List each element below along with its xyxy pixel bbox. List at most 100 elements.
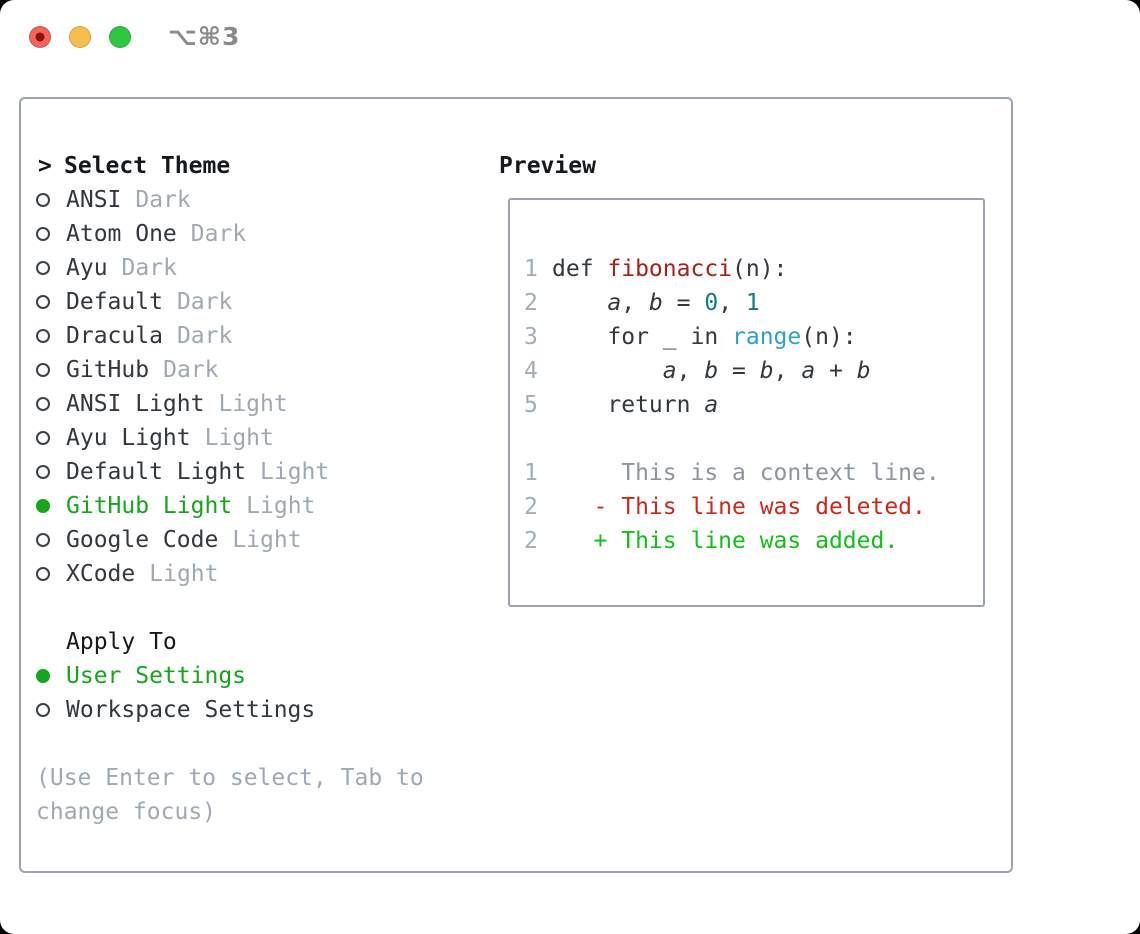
- theme-name: Google Code: [66, 527, 219, 553]
- radio-icon: [36, 261, 50, 275]
- apply-to-header: Apply To: [66, 629, 177, 655]
- code-token-code: +: [815, 358, 857, 384]
- code-text: a, b = 0, 1: [552, 286, 759, 320]
- hint-line-2: change focus): [36, 799, 217, 825]
- code-token-code: return: [552, 392, 705, 418]
- line-number: 1: [524, 460, 538, 486]
- code-token-var: b: [648, 290, 663, 316]
- theme-option-ayu[interactable]: Ayu Dark: [36, 251, 499, 285]
- code-token-code: =: [718, 358, 760, 384]
- hint-text: (Use Enter to select, Tab to change focu…: [36, 761, 499, 829]
- apply-option-label: User Settings: [66, 663, 247, 689]
- line-number: 4: [524, 358, 538, 384]
- theme-option-dracula[interactable]: Dracula Dark: [36, 319, 499, 353]
- theme-name: Ayu Light: [66, 425, 191, 451]
- code-line: 5 return a: [524, 388, 983, 422]
- radio-icon: [36, 703, 50, 717]
- code-token-func: fibonacci: [607, 256, 733, 282]
- code-line: 1 This is a context line.: [524, 456, 983, 490]
- line-number: 2: [524, 528, 538, 554]
- titlebar: ⌥⌘3: [0, 0, 1140, 97]
- radio-selected-icon: [36, 499, 50, 513]
- code-text: for _ in range(n):: [552, 320, 857, 354]
- select-theme-header: >Select Theme: [36, 149, 499, 183]
- code-line: [524, 422, 983, 456]
- theme-option-default-light[interactable]: Default Light Light: [36, 455, 499, 489]
- code-token-code: (n):: [801, 324, 857, 350]
- minimize-button[interactable]: [69, 26, 91, 48]
- line-number: [524, 422, 552, 456]
- code-line: 2 - This line was deleted.: [524, 490, 983, 524]
- traffic-lights: [29, 26, 131, 48]
- theme-name: GitHub: [66, 357, 150, 383]
- code-token-code: def: [552, 256, 608, 282]
- theme-name: Dracula: [66, 323, 163, 349]
- code-token-code: ,: [718, 290, 746, 316]
- theme-variant: Dark: [121, 255, 177, 281]
- zoom-button[interactable]: [109, 26, 131, 48]
- radio-icon: [36, 397, 50, 411]
- theme-option-google-code[interactable]: Google Code Light: [36, 523, 499, 557]
- line-number: 5: [524, 392, 538, 418]
- radio-icon: [36, 295, 50, 309]
- radio-icon: [36, 363, 50, 377]
- theme-variant: Dark: [176, 323, 233, 349]
- code-text: def fibonacci(n):: [552, 252, 787, 286]
- theme-name: Default Light: [66, 459, 247, 485]
- theme-variant: Light: [149, 561, 219, 587]
- line-number: 2: [524, 494, 538, 520]
- apply-option-user-settings[interactable]: User Settings: [36, 659, 499, 693]
- radio-icon: [36, 567, 50, 581]
- code-token-code: for _ in: [552, 324, 733, 350]
- theme-option-xcode[interactable]: XCode Light: [36, 557, 499, 591]
- radio-icon: [36, 431, 50, 445]
- theme-name: Atom One: [66, 221, 177, 247]
- code-token-deleted: - This line was deleted.: [552, 494, 926, 520]
- code-text: return a: [552, 388, 718, 422]
- select-theme-title: Select Theme: [64, 153, 231, 179]
- unsaved-dot-icon: [35, 32, 45, 42]
- code-line: 2 + This line was added.: [524, 524, 983, 558]
- code-token-var: a: [662, 358, 677, 384]
- close-button[interactable]: [29, 26, 51, 48]
- radio-icon: [36, 193, 50, 207]
- code-token-code: ,: [773, 358, 802, 384]
- code-token-var: b: [856, 358, 871, 384]
- code-token-code: [552, 358, 663, 384]
- code-line: 1 def fibonacci(n):: [524, 252, 983, 286]
- theme-name: ANSI: [66, 187, 122, 213]
- code-token-context: This is a context line.: [552, 460, 940, 486]
- theme-name: Ayu: [66, 255, 108, 281]
- code-text: + This line was added.: [552, 524, 899, 558]
- code-token-var: a: [607, 290, 622, 316]
- code-line: 4 a, b = b, a + b: [524, 354, 983, 388]
- code-token-var: b: [704, 358, 719, 384]
- code-token-code: [552, 290, 607, 316]
- code-token-code: ,: [621, 290, 649, 316]
- theme-variant: Light: [260, 459, 330, 485]
- preview-header: Preview: [499, 153, 596, 179]
- code-token-var: b: [759, 358, 774, 384]
- code-token-builtin: range: [732, 324, 802, 350]
- theme-variant: Light: [232, 527, 302, 553]
- code-token-code: ,: [676, 358, 705, 384]
- radio-icon: [36, 533, 50, 547]
- line-number: 1: [524, 256, 538, 282]
- theme-name: Default: [66, 289, 163, 315]
- apply-option-workspace-settings[interactable]: Workspace Settings: [36, 693, 499, 727]
- theme-name: XCode: [66, 561, 136, 587]
